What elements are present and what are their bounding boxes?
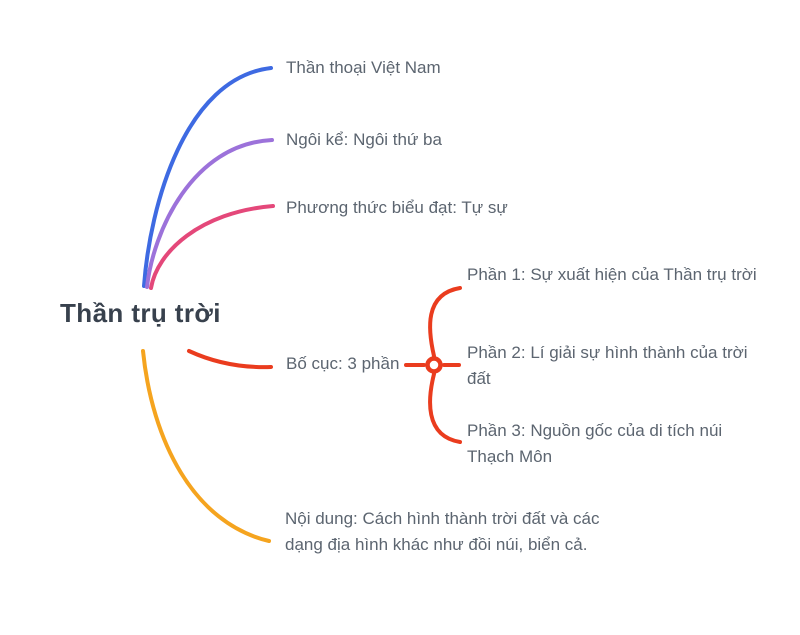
node-phan-3[interactable]: Phần 3: Nguồn gốc của di tích núi Thạch … [467, 421, 723, 466]
collapse-toggle[interactable] [425, 356, 443, 374]
branch-curve-phuong-thuc [149, 204, 275, 290]
node-phan-1[interactable]: Phần 1: Sự xuất hiện của Thần trụ trời [467, 265, 757, 284]
branch-curve-than-thoai [142, 66, 273, 288]
node-ngoi-ke[interactable]: Ngôi kể: Ngôi thứ ba [286, 130, 442, 149]
branch-curve-bo-cuc [187, 349, 273, 370]
branch-curve-noi-dung [141, 349, 271, 543]
root-node-than-tru-troi[interactable]: Thần trụ trời [60, 298, 221, 328]
node-than-thoai-viet-nam[interactable]: Thần thoại Việt Nam [286, 58, 441, 77]
node-phuong-thuc-bieu-dat[interactable]: Phương thức biểu đạt: Tự sự [286, 198, 508, 217]
node-phan-2[interactable]: Phần 2: Lí giải sự hình thành của trời đ… [467, 343, 748, 388]
branch-curve-ngoi-ke [145, 138, 274, 289]
node-noi-dung[interactable]: Nội dung: Cách hình thành trời đất và cá… [285, 509, 600, 554]
node-bo-cuc[interactable]: Bố cục: 3 phần [286, 354, 400, 373]
connector-curve-phan-1 [428, 286, 462, 358]
connector-curve-phan-3 [428, 372, 462, 444]
